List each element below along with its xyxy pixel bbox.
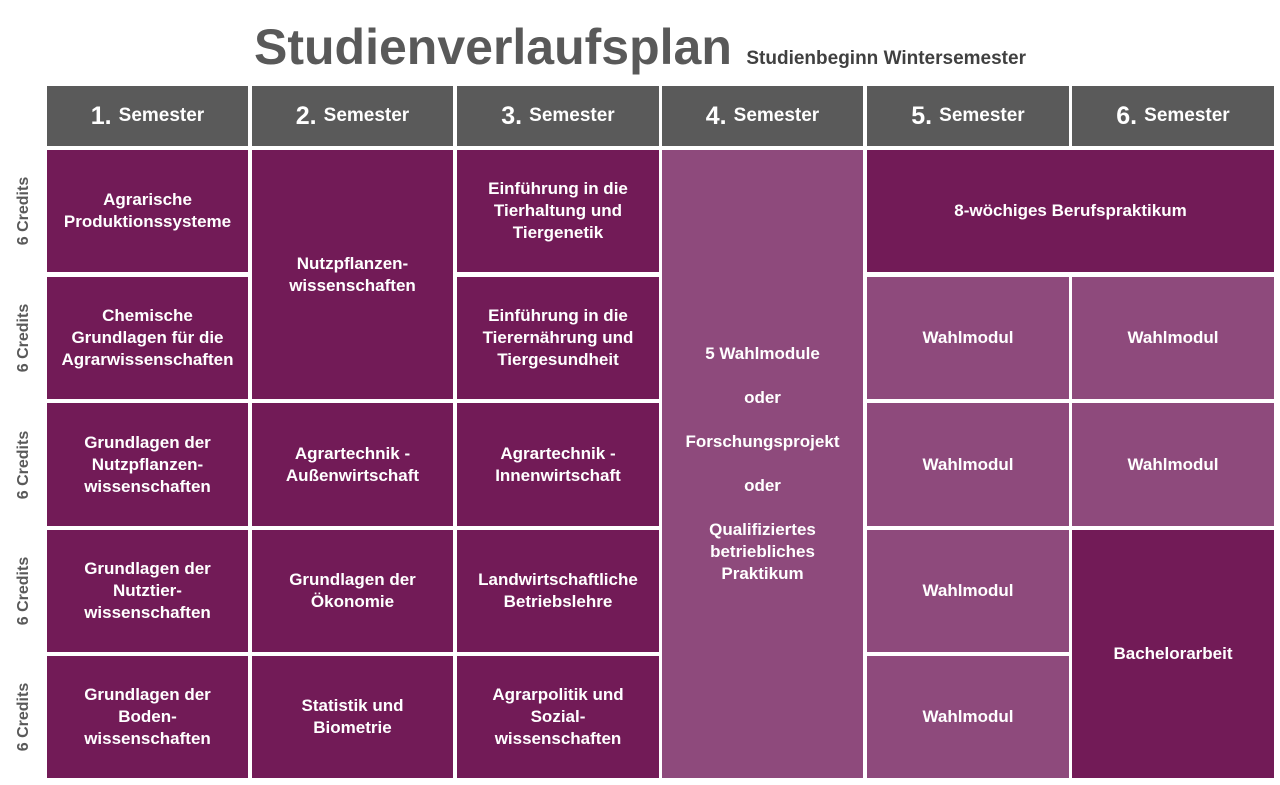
semester-number: 6. <box>1116 101 1138 130</box>
semester-header-2: 2. Semester <box>252 86 453 146</box>
plan-title: Studienverlaufsplan <box>254 19 732 75</box>
module-label: Wahlmodul <box>1127 328 1219 347</box>
credits-label: 6 Credits <box>10 150 38 272</box>
module-cell: Nutzpflanzen- wissenschaften <box>252 150 453 399</box>
module-label: Einführung in die Tierernährung und Tier… <box>482 306 634 369</box>
credits-text: 6 Credits <box>15 303 32 373</box>
module-label: Agrarpolitik und Sozial- wissenschaften <box>492 685 624 748</box>
module-label: Agrartechnik - Außenwirtschaft <box>285 443 420 485</box>
semester-header-6: 6. Semester <box>1072 86 1274 146</box>
credits-text: 6 Credits <box>15 430 32 499</box>
credits-text: 6 Credits <box>15 682 32 752</box>
module-label: 5 Wahlmodule oder Forschungsprojekt oder… <box>685 344 840 583</box>
semester-header-4: 4. Semester <box>662 86 863 146</box>
module-label: Wahlmodul <box>922 328 1014 347</box>
module-cell: Einführung in die Tierernährung und Tier… <box>457 277 659 399</box>
module-cell: Statistik und Biometrie <box>252 656 453 778</box>
semester-label: Semester <box>118 105 205 126</box>
wahlmodul-cell: Wahlmodul <box>867 277 1069 399</box>
module-cell: Agrarpolitik und Sozial- wissenschaften <box>457 656 659 778</box>
module-cell: Grundlagen der Nutzpflanzen- wissenschaf… <box>47 403 248 526</box>
semester-number: 3. <box>501 101 523 130</box>
semester-number: 5. <box>911 101 933 130</box>
module-cell: Agrarische Produktionssysteme <box>47 150 248 272</box>
semester-number: 1. <box>90 101 112 130</box>
module-label: Chemische Grundlagen für die Agrarwissen… <box>61 306 234 369</box>
semester-number: 2. <box>295 101 317 130</box>
module-label: Agrartechnik - Innenwirtschaft <box>495 443 621 485</box>
credits-label: 6 Credits <box>10 403 38 526</box>
wahlmodul-cell: Wahlmodul <box>867 656 1069 778</box>
module-label: Agrarische Produktionssysteme <box>63 190 232 231</box>
module-cell: Landwirtschaftliche Betriebslehre <box>457 530 659 652</box>
credits-text: 6 Credits <box>15 176 32 246</box>
module-label: Grundlagen der Boden- wissenschaften <box>84 685 211 748</box>
module-label: Bachelorarbeit <box>1113 644 1233 663</box>
semester-label: Semester <box>939 105 1025 126</box>
wahlmodul-cell: Wahlmodul <box>1072 277 1274 399</box>
module-cell: Grundlagen der Boden- wissenschaften <box>47 656 248 778</box>
module-label: 8-wöchiges Berufspraktikum <box>954 201 1187 220</box>
module-cell: Agrartechnik - Außenwirtschaft <box>252 403 453 526</box>
module-cell: Grundlagen der Ökonomie <box>252 530 453 652</box>
semester-header-5: 5. Semester <box>867 86 1069 146</box>
semester-header-1: 1. Semester <box>47 86 248 146</box>
semester-number: 4. <box>705 101 727 130</box>
module-label: Wahlmodul <box>922 707 1014 726</box>
semester-label: Semester <box>323 105 410 126</box>
module-cell: Grundlagen der Nutztier- wissenschaften <box>47 530 248 652</box>
module-label: Wahlmodul <box>922 581 1014 600</box>
module-label: Grundlagen der Nutzpflanzen- wissenschaf… <box>84 432 211 496</box>
semester-label: Semester <box>529 105 615 126</box>
plan-subtitle: Studienbeginn Wintersemester <box>746 48 1026 69</box>
credits-label: 6 Credits <box>10 656 38 778</box>
credits-label: 6 Credits <box>10 277 38 399</box>
semester-label: Semester <box>733 105 820 126</box>
module-label: Nutzpflanzen- wissenschaften <box>289 253 416 295</box>
module-label: Wahlmodul <box>1127 454 1219 474</box>
praktikum-cell: 8-wöchiges Berufspraktikum <box>867 150 1274 272</box>
semester-header-3: 3. Semester <box>457 86 659 146</box>
module-label: Landwirtschaftliche Betriebslehre <box>478 570 638 611</box>
module-cell: Chemische Grundlagen für die Agrarwissen… <box>47 277 248 399</box>
module-label: Einführung in die Tierhaltung und Tierge… <box>488 179 628 242</box>
module-cell: Agrartechnik - Innenwirtschaft <box>457 403 659 526</box>
module-label: Statistik und Biometrie <box>301 696 404 737</box>
wahlmodul-cell: Wahlmodul <box>867 530 1069 652</box>
semester-label: Semester <box>1144 105 1230 126</box>
wahlmodul-cell: Wahlmodul <box>867 403 1069 526</box>
bachelorarbeit-cell: Bachelorarbeit <box>1072 530 1274 778</box>
credits-text: 6 Credits <box>15 556 32 626</box>
module-cell-semester-4: 5 Wahlmodule oder Forschungsprojekt oder… <box>662 150 863 778</box>
module-cell: Einführung in die Tierhaltung und Tierge… <box>457 150 659 272</box>
plan-title-row: Studienverlaufsplan Studienbeginn Winter… <box>0 18 1280 76</box>
module-label: Wahlmodul <box>922 454 1014 474</box>
wahlmodul-cell: Wahlmodul <box>1072 403 1274 526</box>
credits-label: 6 Credits <box>10 530 38 652</box>
module-label: Grundlagen der Nutztier- wissenschaften <box>84 559 211 622</box>
module-label: Grundlagen der Ökonomie <box>289 570 416 611</box>
